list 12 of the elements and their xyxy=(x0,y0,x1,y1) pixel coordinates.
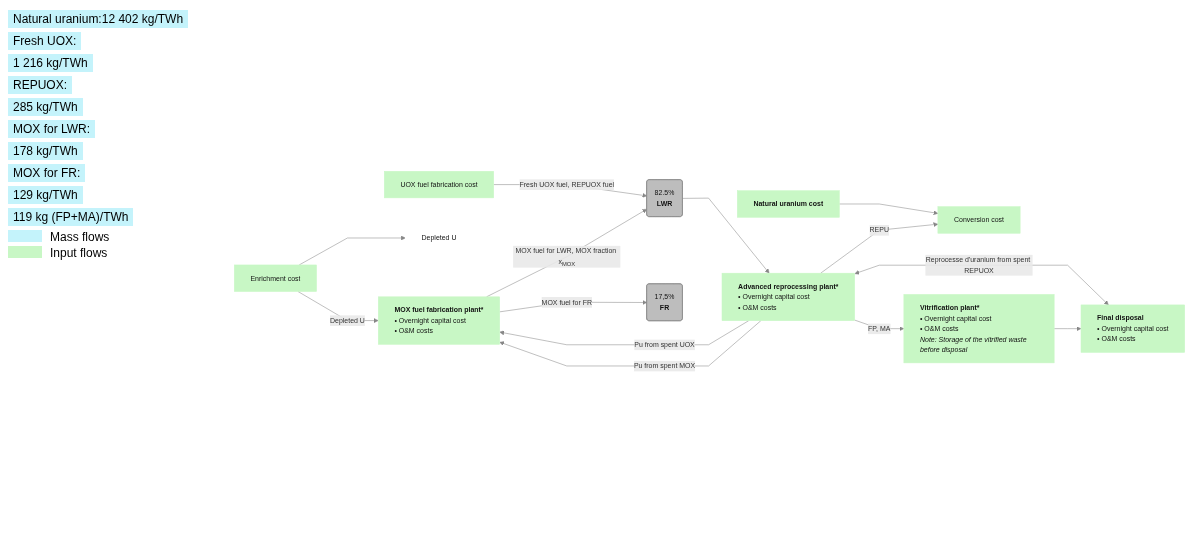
mass-flow-label: 1 216 kg/TWh xyxy=(8,54,93,72)
mass-flow-label: MOX for FR: xyxy=(8,164,86,182)
mass-flow-label: REPUOX: xyxy=(8,76,72,94)
mass-flow-label: 119 kg (FP+MA)/TWh xyxy=(8,208,134,226)
mass-flow-label: 129 kg/TWh xyxy=(8,186,83,204)
mass-flow-label: 285 kg/TWh xyxy=(8,98,83,116)
legend-label: Input flows xyxy=(50,246,108,260)
mass-flow-label: MOX for LWR: xyxy=(8,120,96,138)
legend-label: Mass flows xyxy=(50,230,110,244)
mass-flow-label: Natural uranium:12 402 kg/TWh xyxy=(8,10,189,28)
mass-flow-label: 178 kg/TWh xyxy=(8,142,83,160)
mass-flow-label: Fresh UOX: xyxy=(8,32,82,50)
